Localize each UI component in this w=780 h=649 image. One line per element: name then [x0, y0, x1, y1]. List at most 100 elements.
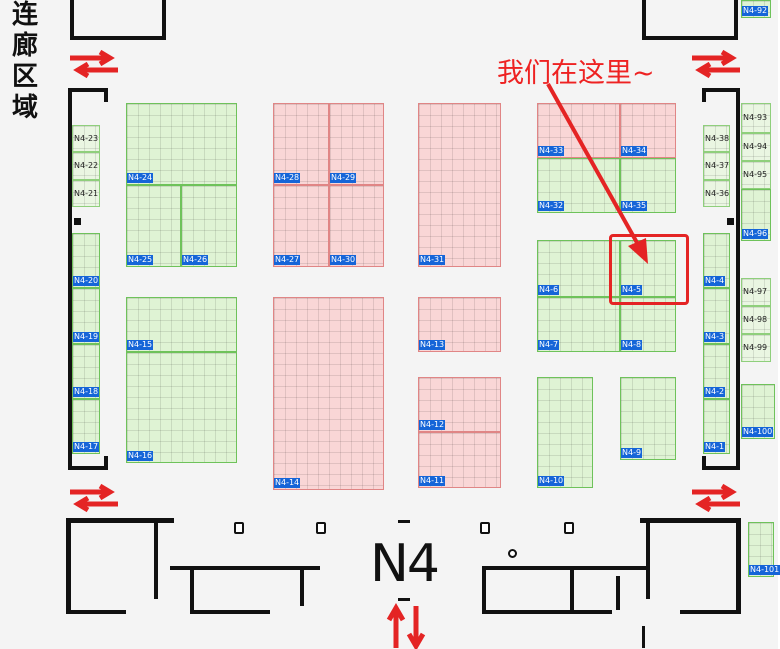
booth-label: N4-17 [73, 442, 100, 452]
booth-label: N4-26 [182, 255, 209, 265]
booth-label: N4-36 [705, 188, 730, 198]
booth: N4-27 [273, 185, 329, 267]
pillar-icon [564, 522, 574, 534]
wall-segment [680, 610, 740, 614]
booth-label: N4-14 [274, 478, 301, 488]
booth-label: N4-13 [419, 340, 446, 350]
wall-segment [70, 36, 166, 40]
booth-label: N4-2 [704, 387, 726, 397]
booth: N4-100 [741, 384, 775, 439]
booth-label: N4-22 [74, 161, 99, 170]
booth: N4-18 [72, 344, 100, 399]
booth: N4-8 [620, 297, 676, 352]
booth-label: N4-21 [74, 188, 99, 198]
booth: N4-98 [741, 306, 771, 334]
booth: N4-93 [741, 103, 771, 133]
booth-label: N4-15 [127, 340, 154, 350]
booth: N4-94 [741, 133, 771, 161]
wall-segment [68, 466, 108, 470]
booth-label: N4-3 [704, 332, 726, 342]
booth-label: N4-94 [743, 142, 768, 151]
booth: N4-92 [741, 0, 771, 18]
wall-segment [702, 88, 740, 92]
booth-label: N4-27 [274, 255, 301, 265]
booth: N4-34 [620, 103, 676, 158]
booth: N4-26 [181, 185, 237, 267]
booth-label: N4-98 [743, 315, 768, 324]
booth: N4-19 [72, 288, 100, 344]
booth-label: N4-8 [621, 340, 643, 350]
booth-label: N4-23 [74, 133, 99, 143]
booth: N4-3 [703, 288, 730, 344]
wall-segment [162, 0, 166, 40]
booth: N4-30 [329, 185, 384, 267]
wall-segment [646, 523, 650, 599]
entrance-mark [398, 598, 410, 601]
booth-label: N4-10 [538, 476, 565, 486]
booth-label: N4-20 [73, 276, 100, 286]
bottom-wall [66, 518, 174, 523]
wall-segment [482, 566, 646, 570]
wall-segment [482, 566, 486, 614]
booth: N4-13 [418, 297, 501, 352]
pointer-arrow-icon [546, 83, 648, 264]
booth-label: N4-96 [742, 229, 769, 239]
booth: N4-95 [741, 161, 771, 189]
booth: N4-97 [741, 278, 771, 306]
booth: N4-5 [620, 240, 676, 297]
booth-label: N4-38 [705, 133, 730, 143]
booth-label: N4-9 [621, 448, 643, 458]
booth-label: N4-93 [743, 113, 768, 122]
booth-label: N4-32 [538, 201, 565, 211]
wall-segment [642, 36, 738, 40]
wall-segment [736, 518, 741, 614]
booth: N4-37 [703, 152, 730, 180]
booth: N4-96 [741, 189, 771, 241]
booth: N4-16 [126, 352, 237, 463]
hall-label: N4 [370, 534, 440, 594]
booth: N4-35 [620, 158, 676, 213]
booth: N4-14 [273, 297, 384, 490]
booth: N4-12 [418, 377, 501, 432]
booth: N4-21 [72, 180, 100, 207]
wall-segment [702, 456, 706, 470]
double-arrow-icon [70, 49, 118, 79]
bottom-wall [640, 518, 740, 523]
wall-segment [70, 0, 74, 40]
booth: N4-1 [703, 399, 730, 454]
booth-label: N4-31 [419, 255, 446, 265]
pillar-icon [480, 522, 490, 534]
booth-label: N4-34 [621, 146, 648, 156]
booth-label: N4-29 [330, 173, 357, 183]
column-marker [74, 218, 81, 225]
booth: N4-38 [703, 125, 730, 152]
booth: N4-11 [418, 432, 501, 488]
booth-label: N4-19 [73, 332, 100, 342]
booth: N4-99 [741, 334, 771, 362]
highlight-box [609, 234, 689, 305]
booth: N4-9 [620, 377, 676, 460]
booth: N4-29 [329, 103, 384, 185]
wall-segment [68, 88, 108, 92]
booth-label: N4-100 [742, 427, 774, 437]
booth: N4-24 [126, 103, 237, 185]
wall-segment [154, 523, 158, 599]
wall-segment [104, 88, 108, 102]
booth: N4-25 [126, 185, 181, 267]
booth: N4-23 [72, 125, 100, 152]
booth-label: N4-11 [419, 476, 446, 486]
left-wall [68, 88, 72, 470]
corridor-area-label: 连廊区域 [11, 0, 38, 123]
booth-label: N4-95 [743, 170, 768, 179]
wall-segment [642, 0, 646, 40]
wall-segment [482, 610, 612, 614]
booth-label: N4-33 [538, 146, 565, 156]
wall-segment [570, 566, 574, 610]
wall-segment [300, 566, 304, 606]
booth-label: N4-25 [127, 255, 154, 265]
pillar-icon [234, 522, 244, 534]
booth: N4-28 [273, 103, 329, 185]
booth-label: N4-28 [274, 173, 301, 183]
booth-label: N4-6 [538, 285, 560, 295]
